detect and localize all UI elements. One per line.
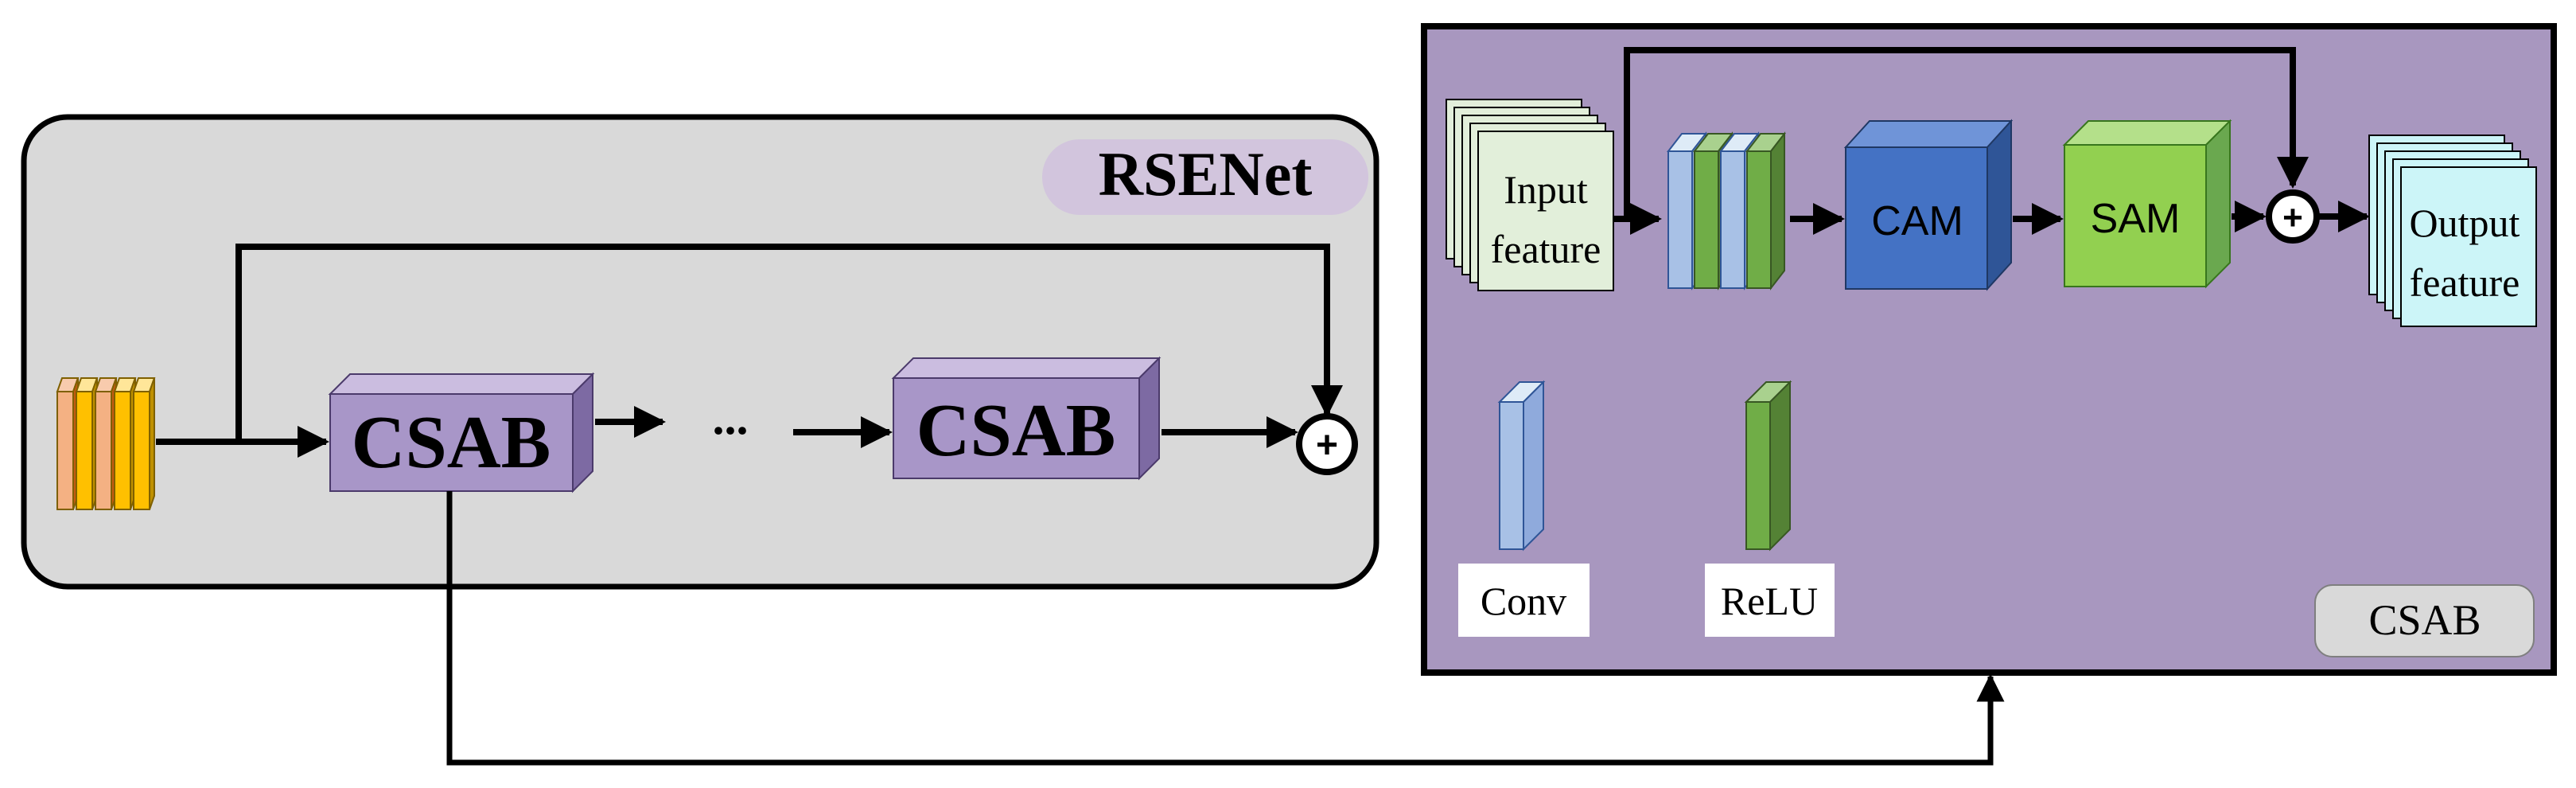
legend-conv-icon — [1497, 380, 1546, 552]
sam-label: SAM — [2091, 196, 2181, 242]
ellipsis: ... — [713, 392, 749, 444]
csab-panel-tag-label: CSAB — [2368, 596, 2481, 644]
csab-block-2-label: CSAB — [916, 389, 1116, 472]
cam-label: CAM — [1871, 198, 1963, 244]
input-feature-label-line-1: Input — [1504, 167, 1588, 212]
output-feature-label-line-2: feature — [2410, 260, 2520, 305]
legend-relu-icon — [1744, 380, 1792, 552]
rsenet-title-pill — [1042, 139, 1368, 215]
sam-block: SAM — [2062, 119, 2232, 289]
csab-residual-connection — [1624, 47, 2309, 219]
legend-conv: Conv — [1458, 380, 1590, 637]
rsenet-add-icon: + — [1296, 413, 1358, 475]
output-feature-stack: Output feature — [2368, 135, 2537, 327]
cam-block: CAM — [1843, 119, 2014, 291]
rsenet-panel: RSENet — [21, 114, 1379, 590]
output-feature-label-line-1: Output — [2410, 201, 2520, 245]
svg-text:+: + — [2282, 198, 2303, 237]
legend-relu-label: ReLU — [1721, 579, 1818, 623]
input-feature-stack-icon — [56, 377, 156, 510]
input-feature-stack: Input feature — [1446, 99, 1614, 291]
csab-block-1: CSAB — [328, 372, 595, 493]
input-feature-label-line-2: feature — [1491, 227, 1601, 271]
csab-panel-tag: CSAB — [2314, 584, 2535, 657]
rsenet-skip-connection — [235, 244, 1343, 442]
csab-add-icon: + — [2266, 189, 2320, 244]
svg-text:+: + — [1316, 424, 1338, 466]
relu-layer-2 — [1745, 131, 1787, 291]
conv-relu-layer-group — [1666, 131, 1787, 291]
legend-relu: ReLU — [1705, 380, 1835, 637]
rsenet-title: RSENet — [1099, 139, 1313, 209]
csab-block-1-label: CSAB — [352, 401, 551, 484]
csab-detail-connector — [446, 491, 2005, 766]
csab-detail-panel: Input feature — [1421, 23, 2557, 676]
legend-conv-label: Conv — [1481, 579, 1566, 623]
csab-block-2: CSAB — [891, 356, 1162, 481]
